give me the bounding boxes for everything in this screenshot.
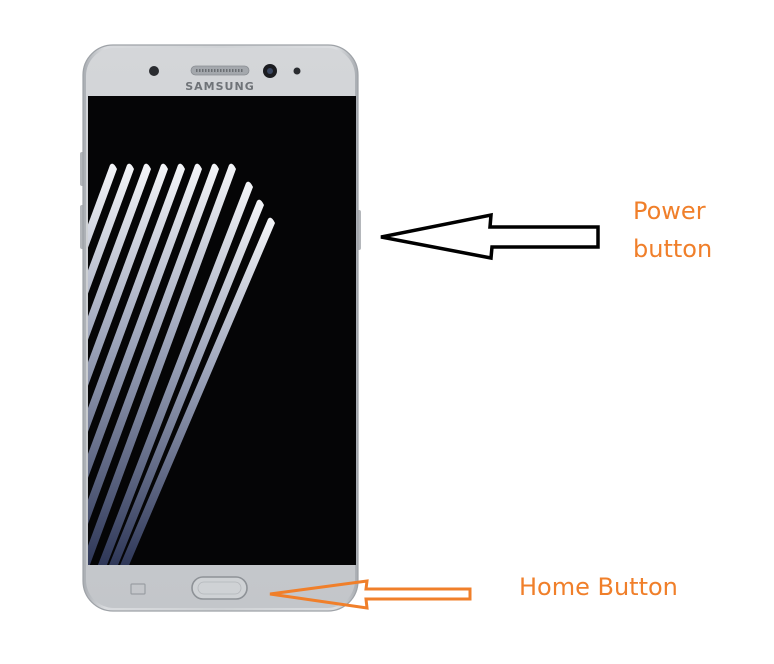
power-label-line-1: Power — [633, 197, 706, 225]
power-arrow — [380, 212, 600, 261]
recent-apps-icon — [130, 583, 146, 595]
iris-sensor-icon — [293, 67, 301, 75]
wallpaper-stripe — [88, 163, 151, 565]
wallpaper-stripes — [88, 163, 275, 565]
home-button-label: Home Button — [519, 573, 678, 601]
wallpaper-stripe — [88, 163, 185, 565]
home-button[interactable] — [191, 576, 248, 600]
wallpaper-stripe — [88, 163, 219, 565]
proximity-sensor-icon — [149, 66, 159, 76]
wallpaper-stripe — [88, 163, 202, 565]
power-label-line-2: button — [633, 235, 713, 263]
home-arrow — [269, 579, 472, 610]
wallpaper-stripe — [107, 199, 264, 565]
wallpaper-stripe — [118, 217, 275, 565]
brand-logo: SAMSUNG — [185, 80, 254, 93]
power-button-label: Power button — [633, 192, 712, 268]
wallpaper-stripe — [88, 163, 134, 565]
wallpaper-stripe — [88, 163, 236, 565]
wallpaper-stripe — [96, 181, 253, 565]
wallpaper-stripe — [88, 163, 168, 565]
